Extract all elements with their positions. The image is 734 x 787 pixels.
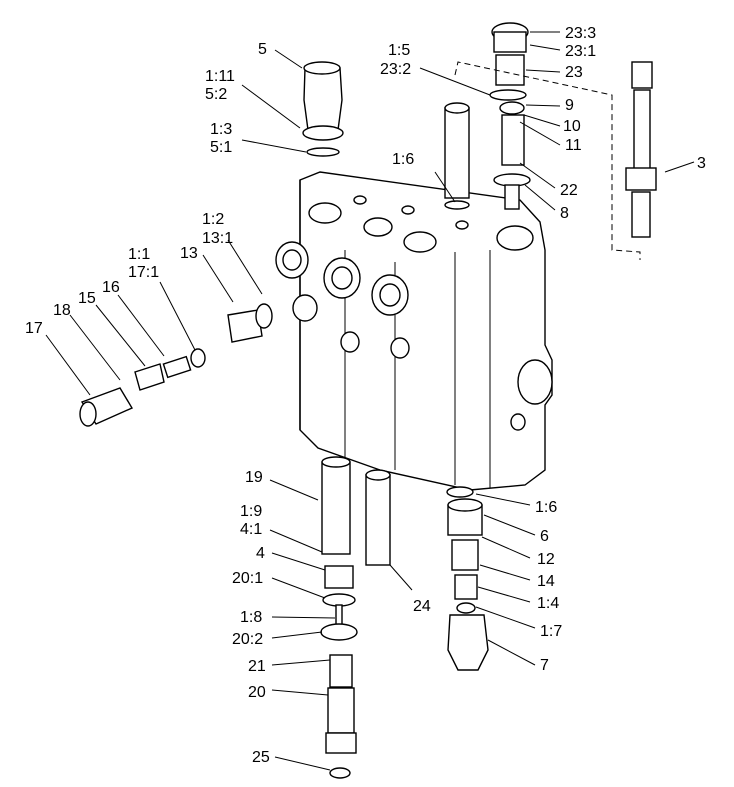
label-8: 8 <box>560 205 569 222</box>
label-21: 21 <box>248 658 266 675</box>
label-23-2: 23:2 <box>380 61 411 78</box>
label-15: 15 <box>78 290 96 307</box>
part-labels: 23:3 23:1 23 5 1:5 23:2 1:11 5:2 9 10 11… <box>25 25 706 766</box>
label-23: 23 <box>565 64 583 81</box>
label-19: 19 <box>245 469 263 486</box>
spool-top <box>444 102 470 210</box>
label-11: 11 <box>565 137 582 154</box>
label-1-3: 1:3 <box>210 121 232 138</box>
label-23-3: 23:3 <box>565 25 596 42</box>
label-1-2: 1:2 <box>202 211 224 228</box>
label-1-1: 1:1 <box>128 246 150 263</box>
valve-body <box>275 171 553 491</box>
label-24: 24 <box>413 598 431 615</box>
label-4-1: 4:1 <box>240 521 262 538</box>
label-1-5: 1:5 <box>388 42 410 59</box>
label-23-1: 23:1 <box>565 43 596 60</box>
label-4: 4 <box>256 545 265 562</box>
bottom-left-assembly <box>320 456 358 779</box>
leader-lines <box>45 31 695 771</box>
part-23-stack <box>489 22 531 210</box>
label-1-9: 1:9 <box>240 503 262 520</box>
label-13: 13 <box>180 245 198 262</box>
label-3: 3 <box>697 155 706 172</box>
label-20-2: 20:2 <box>232 631 263 648</box>
label-17-1: 17:1 <box>128 264 159 281</box>
label-20-1: 20:1 <box>232 570 263 587</box>
label-25: 25 <box>252 749 270 766</box>
label-1-8: 1:8 <box>240 609 262 626</box>
label-6: 6 <box>540 528 549 545</box>
label-5-1: 5:1 <box>210 139 232 156</box>
bottom-right-assembly <box>446 486 489 671</box>
label-1-6-top: 1:6 <box>392 151 414 168</box>
part-3-linkage <box>454 61 657 260</box>
label-9: 9 <box>565 97 574 114</box>
label-17: 17 <box>25 320 43 337</box>
label-5-2: 5:2 <box>205 86 227 103</box>
label-18: 18 <box>53 302 71 319</box>
label-16: 16 <box>102 279 120 296</box>
label-20: 20 <box>248 684 266 701</box>
label-13-1: 13:1 <box>202 230 233 247</box>
label-5: 5 <box>258 41 267 58</box>
label-1-7: 1:7 <box>540 623 562 640</box>
label-1-11: 1:11 <box>205 68 235 85</box>
label-7: 7 <box>540 657 549 674</box>
part-5-plug <box>302 61 344 157</box>
label-14: 14 <box>537 573 555 590</box>
label-1-6-bottom: 1:6 <box>535 499 557 516</box>
label-1-4: 1:4 <box>537 595 559 612</box>
left-relief-assembly <box>79 294 318 427</box>
label-12: 12 <box>537 551 555 568</box>
part-24-spool <box>365 469 391 566</box>
label-22: 22 <box>560 182 578 199</box>
label-10: 10 <box>563 118 581 135</box>
